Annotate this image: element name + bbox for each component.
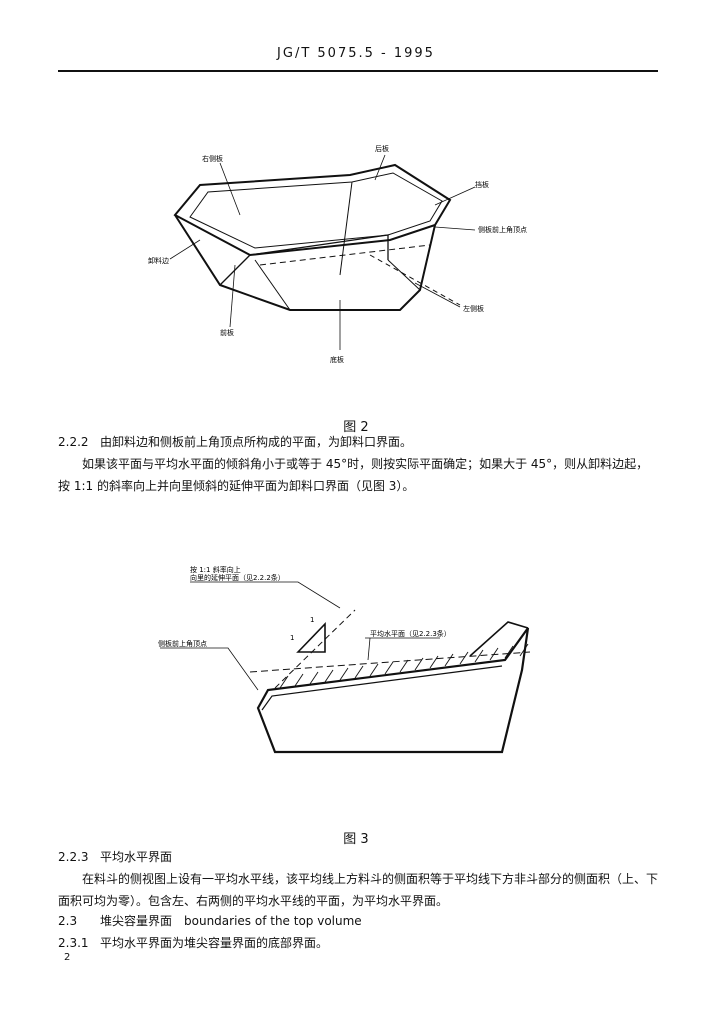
page-number: 2 bbox=[64, 952, 71, 963]
label-slope-line-1: 按 1:1 斜率向上 bbox=[190, 565, 241, 574]
section-2-3: 2.3 堆尖容量界面 boundaries of the top volume bbox=[58, 910, 658, 932]
section-text: 堆尖容量界面 boundaries of the top volume bbox=[100, 914, 362, 928]
section-number: 2.2.3 bbox=[58, 850, 89, 864]
section-2-3-1: 2.3.1 平均水平界面为堆尖容量界面的底部界面。 bbox=[58, 932, 658, 954]
figure-3-caption: 图 3 bbox=[343, 832, 369, 847]
label-front-plate: 前板 bbox=[220, 328, 234, 337]
label-rear-plate: 后板 bbox=[375, 144, 389, 153]
label-average-plane: 平均水平面（见2.2.3条） bbox=[370, 629, 451, 638]
figure-3-drawing: 按 1:1 斜率向上 向里的延伸平面（见2.2.2条） 1 1 平均水平面（见2… bbox=[158, 565, 531, 754]
paragraph-2-2-3-body: 在料斗的侧视图上设有一平均水平线，该平均线上方料斗的侧面积等于平均线下方非斗部分… bbox=[58, 872, 659, 908]
label-front-corner-point: 侧板前上角顶点 bbox=[158, 639, 207, 648]
page-header: JG/T 5075.5 - 1995 bbox=[277, 46, 435, 61]
figure-3: 按 1:1 斜率向上 向里的延伸平面（见2.2.2条） 1 1 平均水平面（见2… bbox=[150, 560, 550, 770]
figure-2-caption: 图 2 bbox=[343, 420, 369, 435]
label-corner-point: 侧板前上角顶点 bbox=[478, 225, 527, 234]
label-bottom-plate: 底板 bbox=[330, 355, 344, 364]
section-text: 平均水平界面为堆尖容量界面的底部界面。 bbox=[100, 936, 329, 950]
section-2-2-2: 2.2.2 由卸料边和侧板前上角顶点所构成的平面，为卸料口界面。 bbox=[58, 431, 658, 453]
label-dump-edge: 卸料边 bbox=[148, 256, 169, 265]
figure-2: 右侧板 后板 挡板 侧板前上角顶点 卸料边 左侧板 前板 底板 bbox=[130, 135, 530, 375]
section-text: 平均水平界面 bbox=[100, 850, 173, 864]
label-back-plate: 挡板 bbox=[475, 180, 489, 189]
section-text: 由卸料边和侧板前上角顶点所构成的平面，为卸料口界面。 bbox=[100, 435, 413, 449]
label-slope-line-2: 向里的延伸平面（见2.2.2条） bbox=[190, 573, 285, 582]
header-rule bbox=[58, 70, 658, 72]
section-number: 2.2.2 bbox=[58, 435, 89, 449]
figure-2-drawing: 右侧板 后板 挡板 侧板前上角顶点 卸料边 左侧板 前板 底板 bbox=[148, 144, 527, 364]
label-ratio-vertical: 1 bbox=[290, 634, 294, 642]
section-2-2-3: 2.2.3 平均水平界面 bbox=[58, 846, 658, 868]
label-right-side-plate: 右侧板 bbox=[202, 154, 223, 163]
paragraph-2-2-2-body: 如果该平面与平均水平面的倾斜角小于或等于 45°时，则按实际平面确定；如果大于 … bbox=[58, 457, 649, 493]
section-number: 2.3.1 bbox=[58, 936, 89, 950]
section-number: 2.3 bbox=[58, 914, 78, 928]
label-ratio-horizontal: 1 bbox=[310, 616, 314, 624]
label-left-side-plate: 左侧板 bbox=[463, 304, 484, 313]
